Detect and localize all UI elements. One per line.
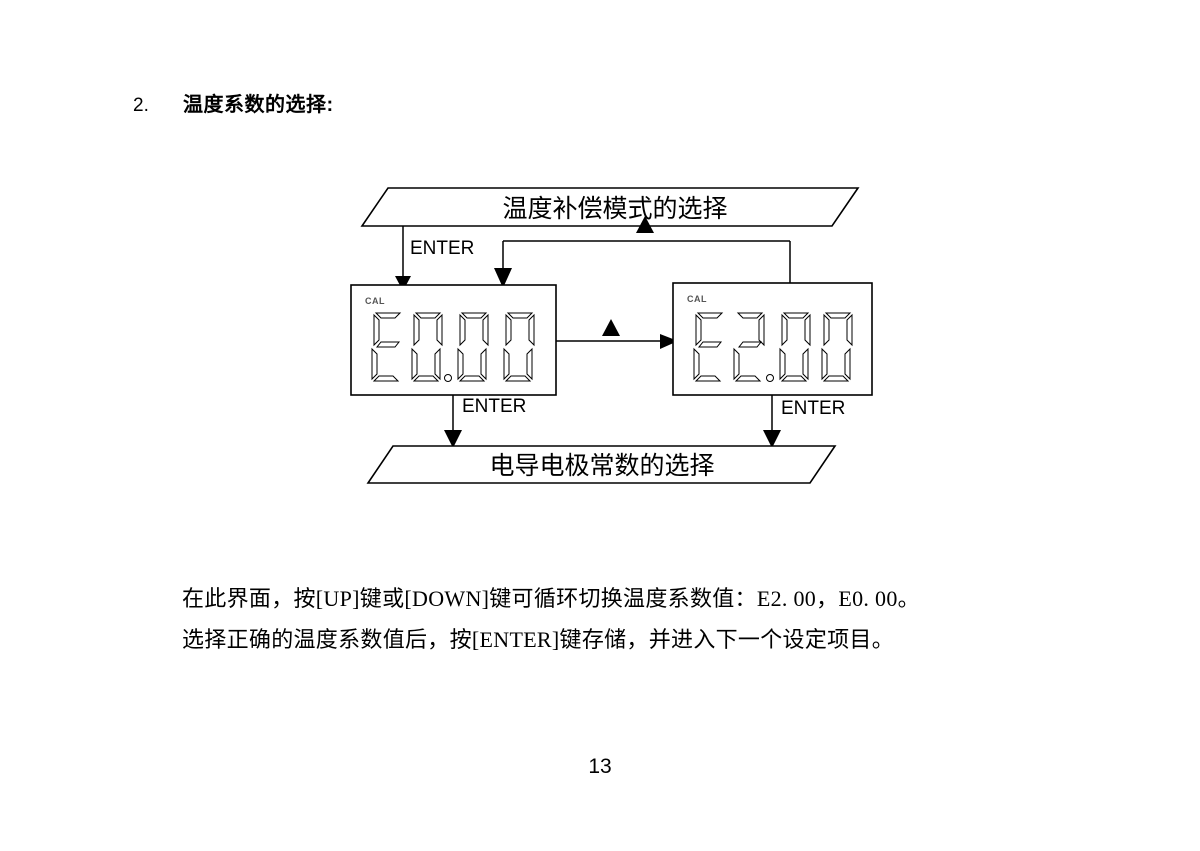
lcd-decimal-right — [766, 374, 774, 382]
section-heading: 2. 温度系数的选择: — [133, 88, 334, 117]
lcd-digit-0b-left — [457, 312, 489, 382]
lcd-annunciator-cal-left: CAL — [365, 296, 385, 306]
lcd-digit-E-right — [693, 312, 724, 382]
body-line-1: 在此界面，按[UP]键或[DOWN]键可循环切换温度系数值：E2. 00，E0.… — [182, 586, 920, 611]
lcd-decimal-left — [444, 374, 452, 382]
flow-node-bottom-label: 电导电极常数的选择 — [489, 452, 714, 480]
section-title: 温度系数的选择: — [183, 94, 334, 116]
lcd-digit-0a-right — [779, 312, 811, 382]
flowchart-diagram: 温度补偿模式的选择 ENTER CAL — [340, 178, 900, 498]
section-number: 2. — [133, 95, 149, 116]
edge-enter-left-to-bottom: ENTER — [444, 395, 526, 448]
lcd-display-e000: CAL — [350, 284, 557, 396]
edge-enter-right-to-bottom: ENTER — [763, 395, 845, 448]
lcd-digit-0c-left — [503, 312, 535, 382]
edge-left-to-right — [556, 319, 678, 349]
edge-enter-top-to-left: ENTER — [395, 226, 474, 291]
lcd-digit-2-right — [733, 312, 765, 382]
flow-node-top-label: 温度补偿模式的选择 — [502, 195, 727, 223]
page-number: 13 — [588, 755, 612, 778]
edge-label-enter-1: ENTER — [410, 238, 474, 259]
body-paragraph: 在此界面，按[UP]键或[DOWN]键可循环切换温度系数值：E2. 00，E0.… — [182, 578, 982, 660]
edge-label-enter-2: ENTER — [462, 396, 526, 417]
lcd-digit-0a-left — [411, 312, 443, 382]
edge-label-enter-3: ENTER — [781, 398, 845, 419]
edge-loop-right-to-left — [494, 216, 791, 288]
lcd-digit-E-left — [371, 312, 402, 382]
lcd-annunciator-cal-right: CAL — [687, 294, 707, 304]
flow-node-top: 温度补偿模式的选择 — [360, 187, 860, 227]
lcd-display-e200: CAL — [672, 282, 873, 396]
body-line-2: 选择正确的温度系数值后，按[ENTER]键存储，并进入下一个设定项目。 — [182, 627, 895, 652]
lcd-digit-0b-right — [821, 312, 853, 382]
flow-node-bottom: 电导电极常数的选择 — [366, 445, 837, 484]
